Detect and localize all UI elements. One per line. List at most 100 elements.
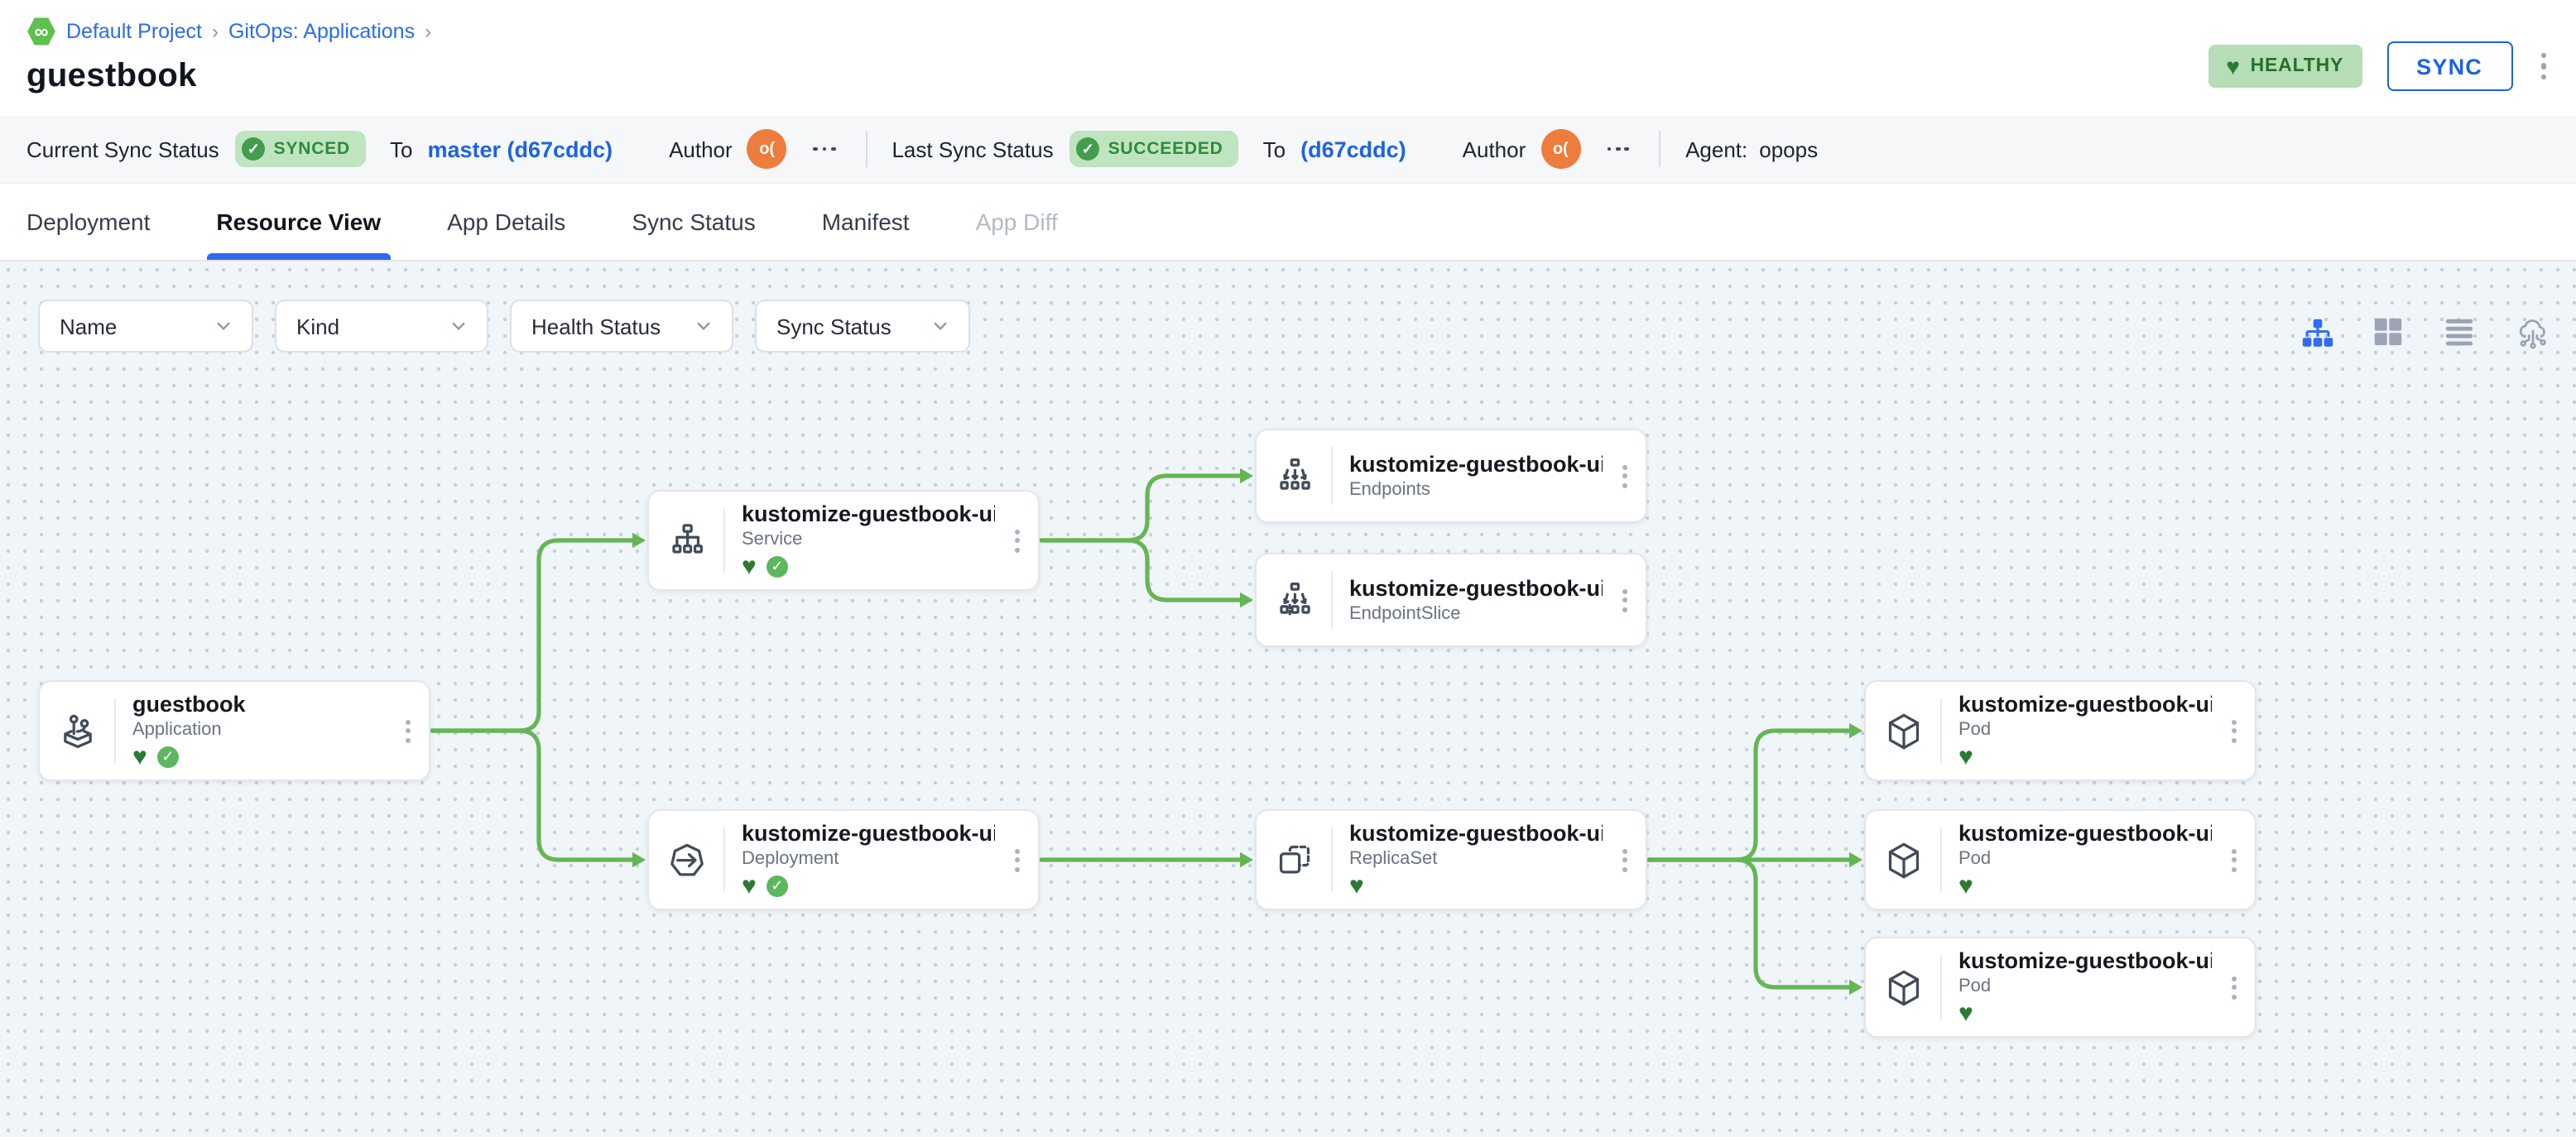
node-kind: Application [132, 720, 222, 740]
last-target-commit-link[interactable]: (d67cddc) [1300, 137, 1406, 161]
tab-resource-view[interactable]: Resource View [206, 184, 392, 260]
node-kind: ReplicaSet [1349, 849, 1438, 869]
node-status: ♥ [1958, 874, 2212, 899]
divider [1940, 698, 1942, 763]
node-more-icon[interactable] [1010, 524, 1025, 557]
view-toolbar [2301, 316, 2548, 351]
node-body: kustomize-guestbook-ui-...Pod♥ [1942, 808, 2255, 912]
filter-health-status[interactable]: Health Status [510, 300, 733, 353]
tab-app-diff: App Diff [975, 209, 1058, 235]
agent-value: opops [1759, 137, 1819, 161]
node-more-icon[interactable] [1010, 843, 1025, 876]
chevron-down-icon [217, 322, 230, 330]
breadcrumb-section-link[interactable]: GitOps: Applications [228, 20, 416, 43]
healthy-heart-icon: ♥ [132, 743, 147, 771]
node-status: ♥ [1349, 874, 1603, 899]
node-more-icon[interactable] [2227, 843, 2242, 876]
filter-label: Kind [296, 314, 340, 338]
author-avatar[interactable]: o( [747, 129, 787, 169]
grid-view-icon[interactable] [2372, 316, 2405, 351]
page-header: ∞ Default Project › GitOps: Applications… [0, 0, 2576, 116]
filter-kind[interactable]: Kind [275, 300, 488, 353]
divider [1659, 131, 1661, 167]
node-more-icon[interactable] [2227, 971, 2242, 1004]
resource-node-pod[interactable]: kustomize-guestbook-ui-...Pod♥ [1864, 937, 2256, 1038]
divider [723, 828, 725, 892]
resource-node-replicaset[interactable]: kustomize-guestbook-ui-... ReplicaSet ♥ [1255, 809, 1647, 910]
node-status: ♥✓ [742, 874, 995, 899]
check-circle-icon: ✓ [1076, 137, 1100, 161]
node-kind: Pod [1958, 849, 1992, 869]
resource-node-endpointslice[interactable]: kustomize-guestbook-ui-...EndpointSlice [1255, 553, 1647, 647]
commit-more-icon[interactable] [1602, 142, 1634, 156]
tab-sync-status[interactable]: Sync Status [632, 209, 756, 235]
tree-view-icon[interactable] [2301, 316, 2334, 351]
node-name: kustomize-guestbook-ui-... [1349, 576, 1603, 601]
divider [114, 698, 116, 763]
chevron-down-icon [697, 322, 710, 330]
breadcrumb-project-link[interactable]: Default Project [66, 20, 202, 43]
node-more-icon[interactable] [401, 714, 416, 747]
node-name: kustomize-guestbook-ui [742, 821, 995, 846]
node-name: kustomize-guestbook-ui-... [1349, 821, 1603, 846]
divider [865, 131, 867, 167]
agent-label: Agent: [1685, 137, 1748, 161]
filter-label: Name [60, 314, 118, 338]
healthy-heart-icon: ♥ [1349, 872, 1364, 900]
node-kind: Pod [1958, 976, 1992, 996]
check-circle-icon: ✓ [242, 137, 266, 161]
tab-bar: Deployment Resource View App Details Sync S… [0, 184, 2576, 261]
heart-icon: ♥ [2226, 53, 2241, 79]
filter-sync-status[interactable]: Sync Status [755, 300, 970, 353]
node-body: kustomize-guestbook-ui-... ReplicaSet ♥ [1333, 808, 1646, 912]
tab-manifest[interactable]: Manifest [821, 209, 910, 235]
node-more-icon[interactable] [2227, 714, 2242, 747]
author-label: Author [1462, 137, 1526, 161]
chevron-down-icon [452, 322, 465, 330]
node-more-icon[interactable] [1617, 843, 1632, 876]
last-sync-status-label: Last Sync Status [892, 137, 1054, 161]
node-status: ♥✓ [132, 745, 386, 770]
more-menu-icon[interactable] [2537, 50, 2550, 84]
tab-app-details[interactable]: App Details [447, 209, 566, 235]
divider [1331, 571, 1333, 629]
current-target-commit-link[interactable]: master (d67cddc) [427, 137, 613, 161]
node-more-icon[interactable] [1617, 583, 1632, 616]
succeeded-badge-label: SUCCEEDED [1108, 139, 1223, 159]
resource-node-pod[interactable]: kustomize-guestbook-ui-...Pod♥ [1864, 809, 2256, 910]
to-label: To [1262, 137, 1286, 161]
list-view-icon[interactable] [2444, 316, 2477, 351]
filter-name[interactable]: Name [38, 300, 253, 353]
page-title: guestbook [26, 58, 197, 94]
resource-node-pod[interactable]: kustomize-guestbook-ui-...Pod♥ [1864, 680, 2256, 781]
author-avatar[interactable]: o( [1540, 129, 1581, 169]
health-status-badge: ♥ HEALTHY [2208, 45, 2362, 88]
node-name: kustomize-guestbook-ui-... [1958, 692, 2212, 717]
application-icon [40, 709, 114, 752]
node-name: kustomize-guestbook-ui [742, 501, 995, 526]
tab-deployment[interactable]: Deployment [26, 209, 151, 235]
synced-badge: ✓ SYNCED [235, 131, 365, 167]
header-controls: ♥ HEALTHY SYNC [2208, 41, 2550, 91]
healthy-heart-icon: ♥ [1958, 872, 1973, 900]
node-body: kustomize-guestbook-ui-...EndpointSlice [1333, 563, 1646, 637]
divider [1331, 828, 1333, 892]
endpointslice-icon [1257, 578, 1331, 621]
commit-more-icon[interactable] [809, 142, 841, 156]
replicaset-icon [1257, 838, 1331, 881]
divider [723, 508, 725, 573]
endpoints-icon [1257, 454, 1331, 497]
node-more-icon[interactable] [1617, 459, 1632, 492]
sync-button[interactable]: SYNC [2386, 41, 2512, 91]
cluster-view-icon[interactable] [2515, 316, 2548, 351]
node-body: kustomize-guestbook-ui-...Pod♥ [1942, 679, 2255, 783]
deployment-icon [649, 838, 723, 881]
service-icon [649, 519, 723, 562]
